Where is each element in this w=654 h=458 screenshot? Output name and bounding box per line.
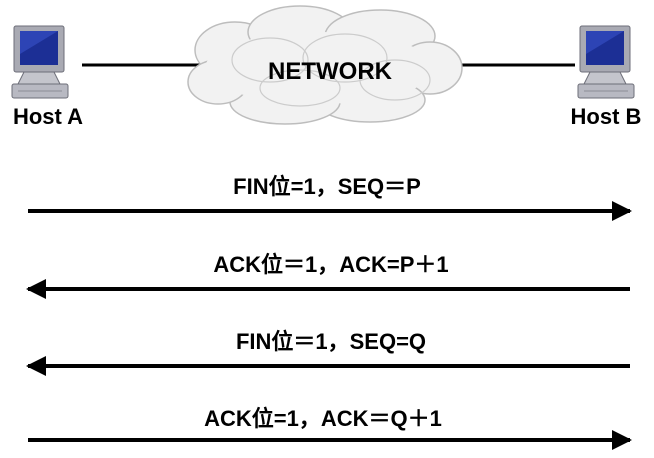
network-label: NETWORK bbox=[268, 58, 393, 85]
message-label: ACK位＝1，ACK=P＋1 bbox=[213, 252, 448, 277]
host-a-label: Host A bbox=[13, 104, 83, 129]
message-label: ACK位=1，ACK＝Q＋1 bbox=[204, 406, 442, 431]
cloud-icon bbox=[187, 5, 463, 125]
host-b-label: Host B bbox=[571, 104, 642, 129]
message-label: FIN位=1，SEQ＝P bbox=[233, 174, 421, 199]
computer-icon bbox=[577, 25, 635, 99]
message-label: FIN位＝1，SEQ=Q bbox=[236, 329, 426, 354]
computer-icon bbox=[11, 25, 69, 99]
